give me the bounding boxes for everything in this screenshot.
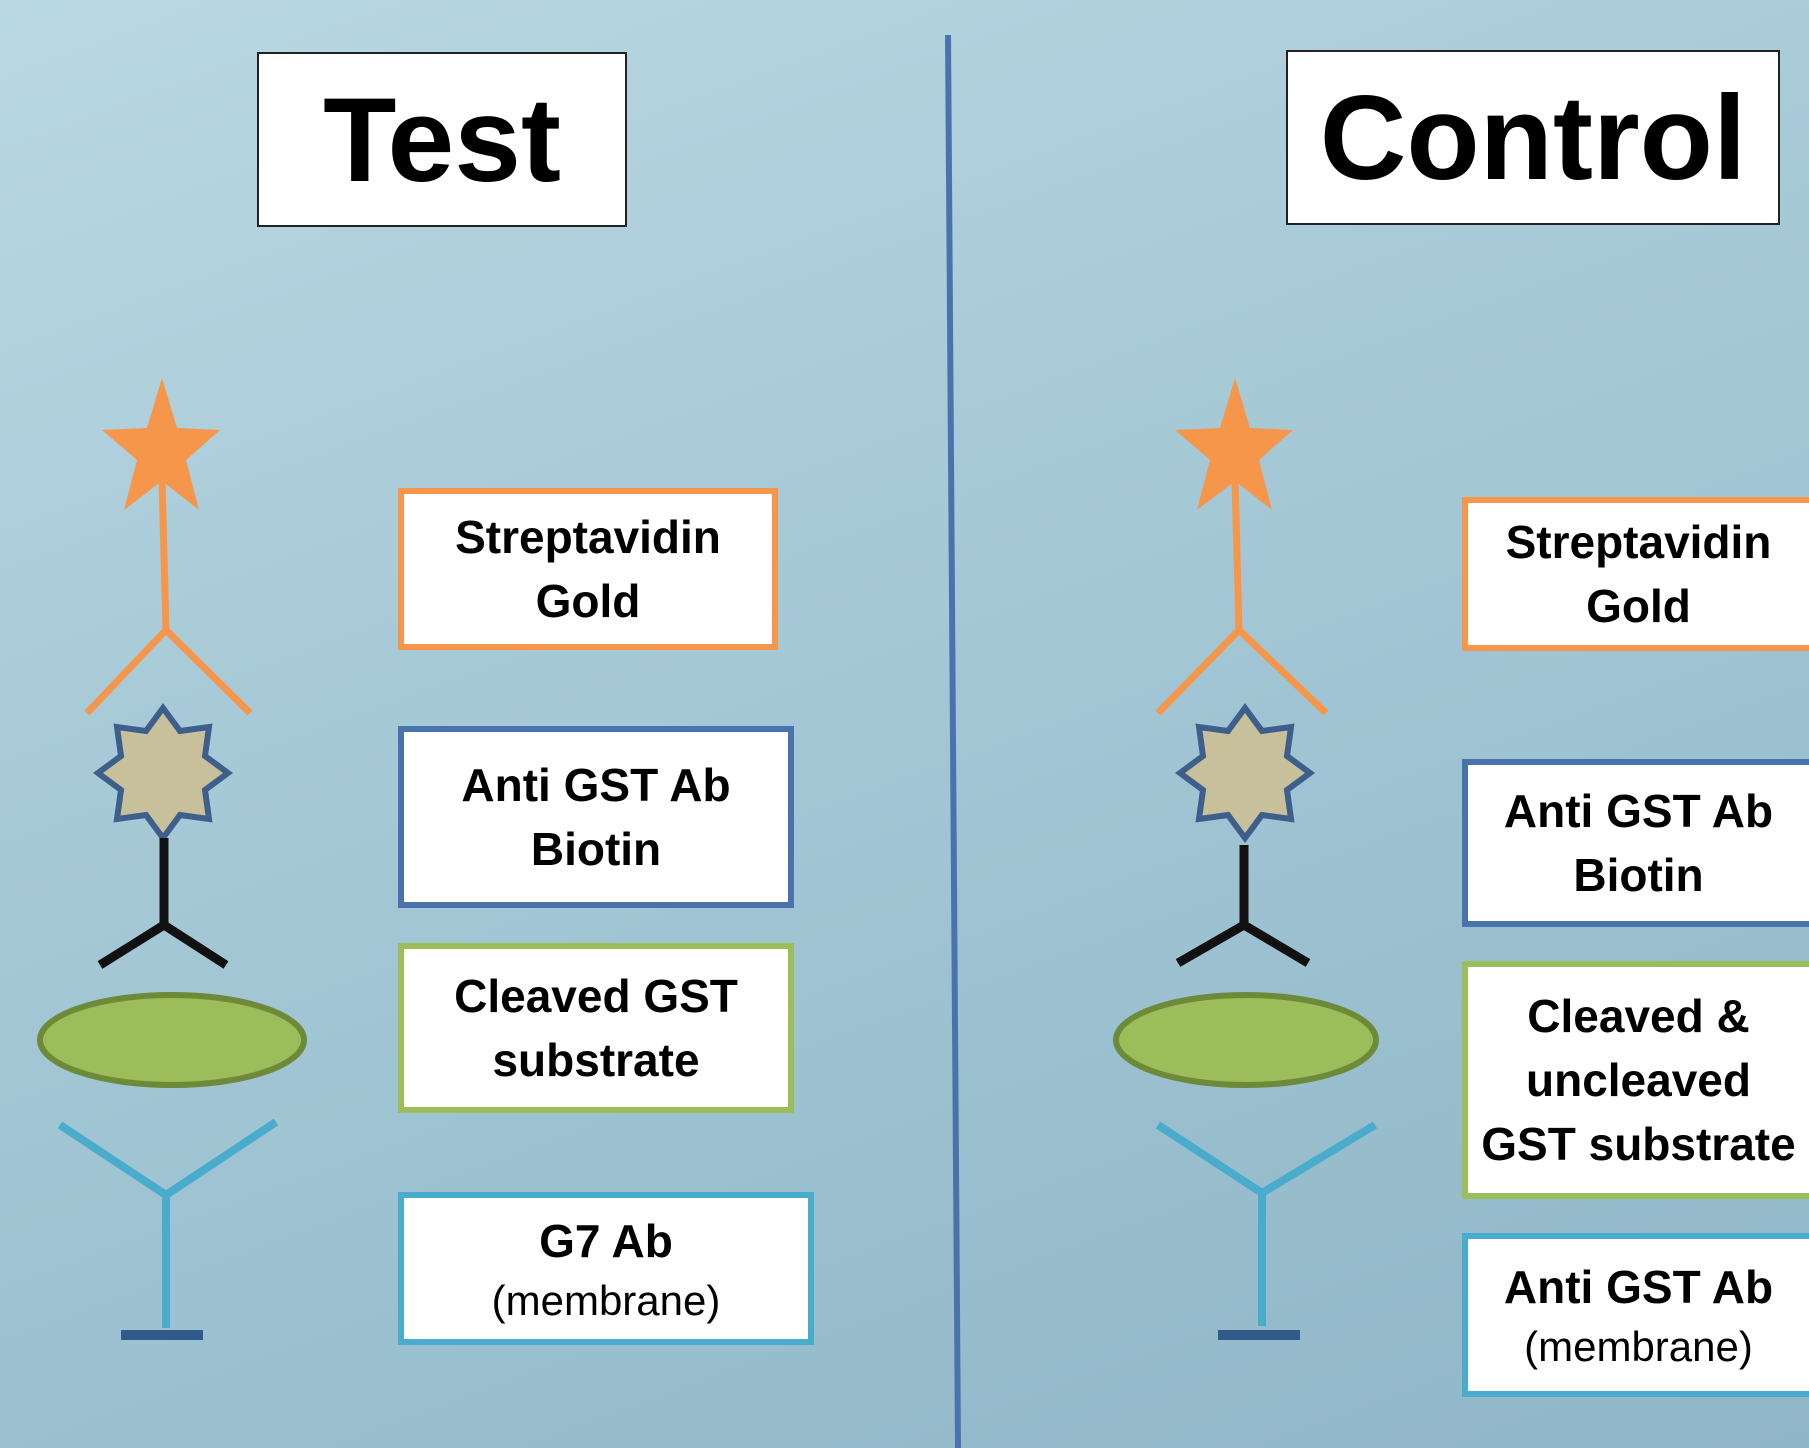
- test-streptavidin-gold-icon: [84, 378, 253, 716]
- test-title: Test: [323, 72, 561, 207]
- control-title: Control: [1319, 70, 1747, 205]
- test-substrate-ellipse-icon: [37, 992, 307, 1088]
- control-streptavidin-gold-icon: [1155, 378, 1329, 716]
- test-title-box: Test: [257, 52, 627, 227]
- test-streptavidin-label: Streptavidin Gold: [398, 488, 778, 650]
- control-substrate-label: Cleaved & uncleaved GST substrate: [1462, 961, 1809, 1199]
- eight-point-star-icon: [1174, 702, 1316, 844]
- star-icon: [102, 378, 220, 510]
- control-substrate-ellipse-icon: [1113, 992, 1379, 1088]
- control-title-box: Control: [1286, 50, 1780, 225]
- eight-point-star-icon: [92, 702, 234, 844]
- control-anti-gst-biotin-icon: [1174, 702, 1316, 967]
- control-anti-gst-label: Anti GST Ab Biotin: [1462, 759, 1809, 927]
- control-capture-antibody-icon: [1155, 1121, 1378, 1326]
- control-capture-label: Anti GST Ab (membrane): [1462, 1233, 1809, 1397]
- test-capture-antibody-icon: [57, 1118, 279, 1328]
- test-anti-gst-biotin-icon: [92, 702, 234, 969]
- panel-divider: [945, 34, 961, 1448]
- star-icon: [1175, 378, 1293, 510]
- control-streptavidin-label: Streptavidin Gold: [1462, 497, 1809, 651]
- test-substrate-label: Cleaved GST substrate: [398, 943, 794, 1113]
- test-anti-gst-label: Anti GST Ab Biotin: [398, 726, 794, 908]
- test-capture-label: G7 Ab (membrane): [398, 1192, 814, 1345]
